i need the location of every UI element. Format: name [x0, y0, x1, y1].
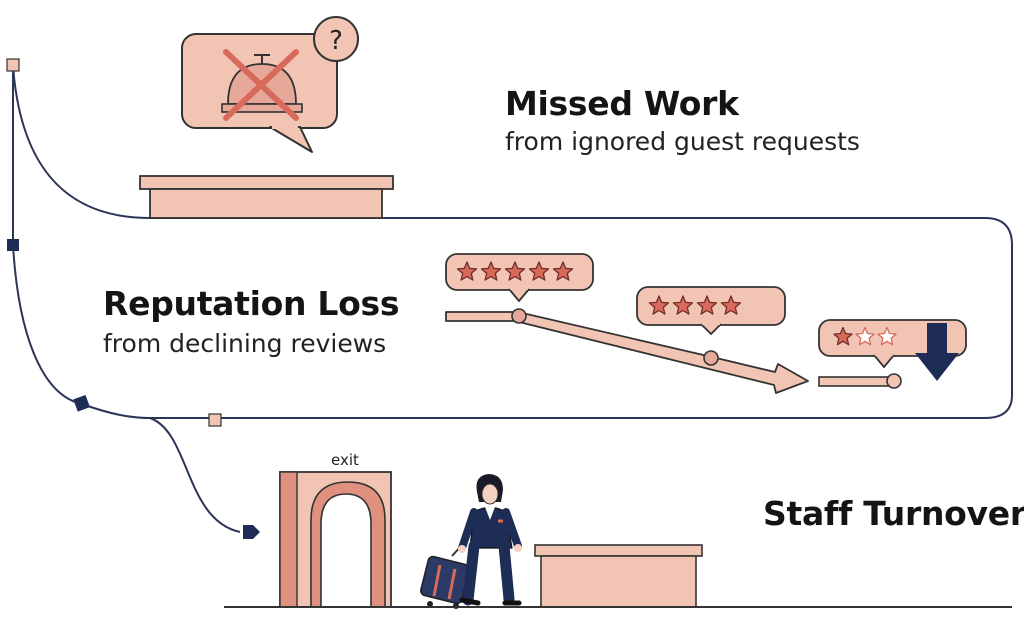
review-bubble-4: [636, 286, 786, 335]
node-diamond: [73, 394, 90, 412]
flow-curve-bottom: [149, 417, 241, 533]
star-icon: [672, 295, 694, 315]
section-subtitle-missed-work: from ignored guest requests: [505, 127, 860, 156]
star-icon: [720, 295, 742, 315]
star-icon: [552, 261, 574, 281]
star-icon: [855, 326, 875, 346]
low-rating-bar: [818, 373, 902, 389]
star-icon: [456, 261, 478, 281]
flow-curve-mid: [12, 244, 151, 419]
flow-curve-top: [12, 65, 151, 219]
star-icon: [877, 326, 897, 346]
employee-icon: [458, 474, 522, 606]
node-square-outline: [208, 413, 222, 427]
cross-out-icon: [223, 49, 299, 121]
exit-label: exit: [331, 451, 359, 469]
desk-top-2: [534, 544, 703, 557]
section-title-reputation-loss: Reputation Loss: [103, 284, 400, 323]
desk-body-2: [540, 555, 697, 608]
star-icon: [696, 295, 718, 315]
node-square-mid: [7, 239, 19, 251]
star-icon: [528, 261, 550, 281]
star-icon: [504, 261, 526, 281]
star-icon: [833, 326, 853, 346]
section-title-staff-turnover: Staff Turnover: [763, 494, 1024, 533]
node-square-start: [6, 58, 20, 72]
desk-top-1: [139, 175, 394, 190]
section-subtitle-reputation-loss: from declining reviews: [103, 329, 387, 358]
section-title-missed-work: Missed Work: [505, 84, 739, 123]
star-icon: [648, 295, 670, 315]
bubble-tail-mask: [272, 123, 298, 129]
star-icon: [480, 261, 502, 281]
question-mark: ?: [329, 26, 343, 56]
review-bubble-5: [445, 253, 594, 302]
decline-arrow: [445, 308, 809, 394]
bubble-tail: [269, 126, 313, 153]
desk-body-1: [149, 188, 383, 219]
door-icon: [279, 471, 392, 608]
flow-outline: [150, 217, 1013, 419]
flow-arrow-head: [243, 525, 260, 539]
down-arrow-icon: [915, 323, 959, 381]
question-icon: ?: [313, 16, 359, 62]
